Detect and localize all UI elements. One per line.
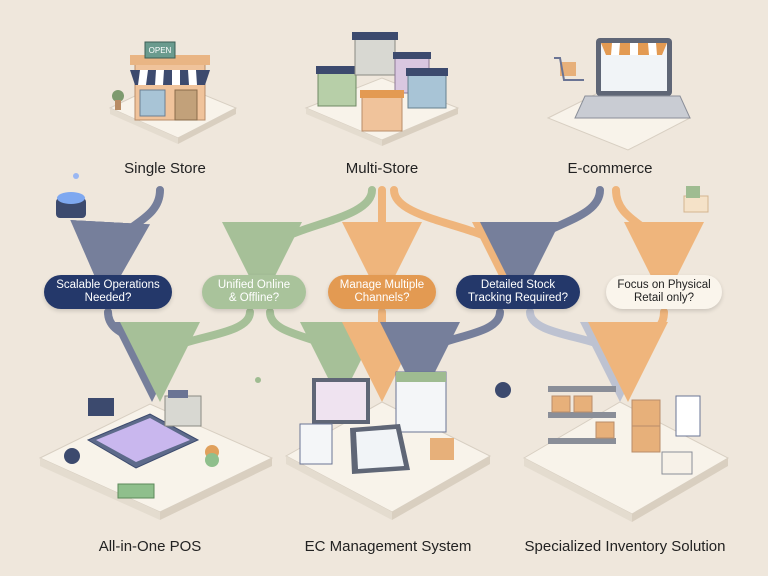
arrow-ecom-to-physical xyxy=(612,186,704,302)
all-in-one-pos-illustration xyxy=(38,390,274,520)
question-label: Focus on Physical Retail only? xyxy=(617,279,711,304)
arrow-single-to-scalable xyxy=(70,186,164,302)
arrow-detailed-to-ec xyxy=(380,308,504,402)
glow-pedestal-icon xyxy=(56,173,86,218)
arrow-physical-to-inventory xyxy=(588,308,669,402)
arrow-unified-to-ec xyxy=(266,308,380,402)
question-physical-retail: Focus on Physical Retail only? xyxy=(606,275,722,309)
question-manage-multiple-channels: Manage Multiple Channels? xyxy=(328,275,436,309)
question-scalable-operations: Scalable Operations Needed? xyxy=(44,275,172,309)
question-label: Manage Multiple Channels? xyxy=(339,279,425,304)
outcome-ec-management: EC Management System xyxy=(304,538,472,555)
question-detailed-stock-tracking: Detailed Stock Tracking Required? xyxy=(456,275,580,309)
outcome-all-in-one-pos: All-in-One POS xyxy=(98,538,202,555)
arrow-ecom-to-detailed xyxy=(480,186,604,302)
blue-orb-icon xyxy=(495,382,511,398)
arrow-unified-to-pos xyxy=(120,308,254,402)
single-store-illustration xyxy=(108,41,238,144)
source-e-commerce: E-commerce xyxy=(567,160,653,177)
arrow-scalable-to-pos xyxy=(104,308,192,402)
multi-store-illustration xyxy=(304,32,460,146)
source-single-store: Single Store xyxy=(124,160,206,177)
arrow-multi-to-detailed xyxy=(390,186,552,302)
arrow-detailed-to-inventory xyxy=(526,308,660,402)
inventory-illustration xyxy=(522,386,730,522)
floating-cube-icon xyxy=(683,186,709,213)
question-label: Scalable Operations Needed? xyxy=(56,279,160,304)
question-unified-online-offline: Unified Online & Offline? xyxy=(202,275,306,309)
question-label: Unified Online & Offline? xyxy=(217,279,291,304)
outcome-inventory-solution: Specialized Inventory Solution xyxy=(524,538,726,555)
question-label: Detailed Stock Tracking Required? xyxy=(468,279,568,304)
source-multi-store: Multi-Store xyxy=(345,160,419,177)
arrow-multi-to-unified xyxy=(222,186,376,302)
ec-management-illustration xyxy=(284,371,492,520)
e-commerce-illustration xyxy=(546,38,692,151)
sparkle-icon xyxy=(255,377,261,383)
store-sign-text: OPEN xyxy=(148,46,172,55)
